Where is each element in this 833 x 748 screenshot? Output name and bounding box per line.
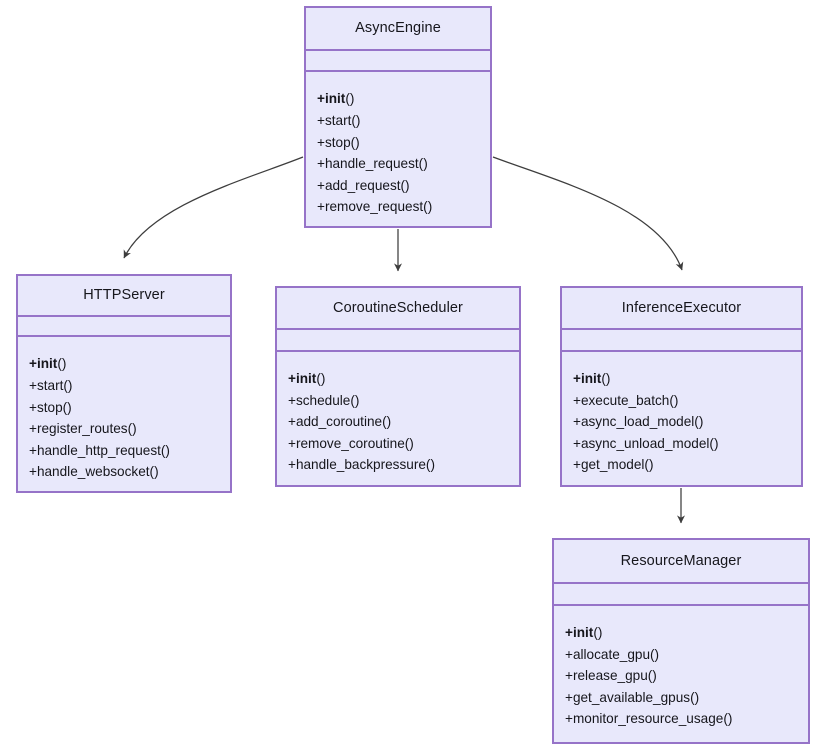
- class-method-band-coroutine-scheduler: +init() +schedule() +add_coroutine() +re…: [277, 352, 519, 485]
- method-row: +add_coroutine(): [288, 414, 392, 430]
- class-title-band-async-engine: AsyncEngine: [306, 8, 490, 51]
- method-row: +monitor_resource_usage(): [565, 711, 733, 727]
- class-attribute-band-async-engine: [306, 51, 490, 73]
- class-title-band-resource-manager: ResourceManager: [554, 540, 808, 584]
- method-row: +handle_backpressure(): [288, 457, 435, 473]
- class-method-band-resource-manager: +init() +allocate_gpu() +release_gpu() +…: [554, 606, 808, 742]
- method-row: +release_gpu(): [565, 668, 657, 684]
- class-name-async-engine: AsyncEngine: [355, 20, 441, 37]
- class-attribute-band-resource-manager: [554, 584, 808, 606]
- method-row: +init(): [288, 371, 326, 386]
- class-method-band-inference-executor: +init() +execute_batch() +async_load_mod…: [562, 352, 801, 485]
- class-attribute-band-inference-executor: [562, 330, 801, 352]
- class-method-band-async-engine: +init() +start() +stop() +handle_request…: [306, 72, 490, 226]
- method-row: +schedule(): [288, 392, 360, 408]
- method-row: +init(): [573, 371, 611, 386]
- method-row: +handle_request(): [317, 156, 428, 172]
- method-row: +init(): [317, 91, 355, 107]
- method-row: +start(): [317, 113, 361, 129]
- class-title-band-coroutine-scheduler: CoroutineScheduler: [277, 288, 519, 330]
- class-box-inference-executor[interactable]: InferenceExecutor +init() +execute_batch…: [560, 286, 803, 487]
- method-row: +async_load_model(): [573, 414, 704, 430]
- class-box-coroutine-scheduler[interactable]: CoroutineScheduler +init() +schedule() +…: [275, 286, 521, 487]
- method-row: +handle_websocket(): [29, 464, 159, 480]
- class-name-inference-executor: InferenceExecutor: [621, 300, 742, 316]
- method-row: +get_model(): [573, 457, 654, 473]
- method-row: +register_routes(): [29, 421, 137, 437]
- method-row: +execute_batch(): [573, 392, 679, 408]
- method-row: +async_unload_model(): [573, 435, 719, 451]
- method-row: +add_request(): [317, 177, 410, 193]
- method-row: +start(): [29, 378, 73, 394]
- class-title-band-http-server: HTTPServer: [18, 276, 230, 317]
- method-row: +remove_coroutine(): [288, 435, 414, 451]
- class-name-http-server: HTTPServer: [83, 287, 165, 304]
- method-row: +init(): [565, 625, 603, 640]
- class-title-band-inference-executor: InferenceExecutor: [562, 288, 801, 330]
- method-row: +init(): [29, 356, 67, 372]
- class-box-async-engine[interactable]: AsyncEngine +init() +start() +stop() +ha…: [304, 6, 492, 228]
- class-box-http-server[interactable]: HTTPServer +init() +start() +stop() +reg…: [16, 274, 232, 493]
- method-row: +stop(): [29, 399, 72, 415]
- method-row: +handle_http_request(): [29, 442, 170, 458]
- class-name-coroutine-scheduler: CoroutineScheduler: [333, 300, 463, 316]
- method-row: +get_available_gpus(): [565, 689, 700, 705]
- class-box-resource-manager[interactable]: ResourceManager +init() +allocate_gpu() …: [552, 538, 810, 744]
- method-row: +allocate_gpu(): [565, 646, 660, 662]
- class-method-band-http-server: +init() +start() +stop() +register_route…: [18, 337, 230, 491]
- class-name-resource-manager: ResourceManager: [620, 553, 742, 569]
- method-row: +stop(): [317, 134, 360, 150]
- class-attribute-band-http-server: [18, 317, 230, 338]
- edge-async-engine-http-server: [123, 156, 304, 259]
- method-row: +remove_request(): [317, 199, 433, 215]
- edge-async-engine-inference-executor: [492, 156, 684, 271]
- class-attribute-band-coroutine-scheduler: [277, 330, 519, 352]
